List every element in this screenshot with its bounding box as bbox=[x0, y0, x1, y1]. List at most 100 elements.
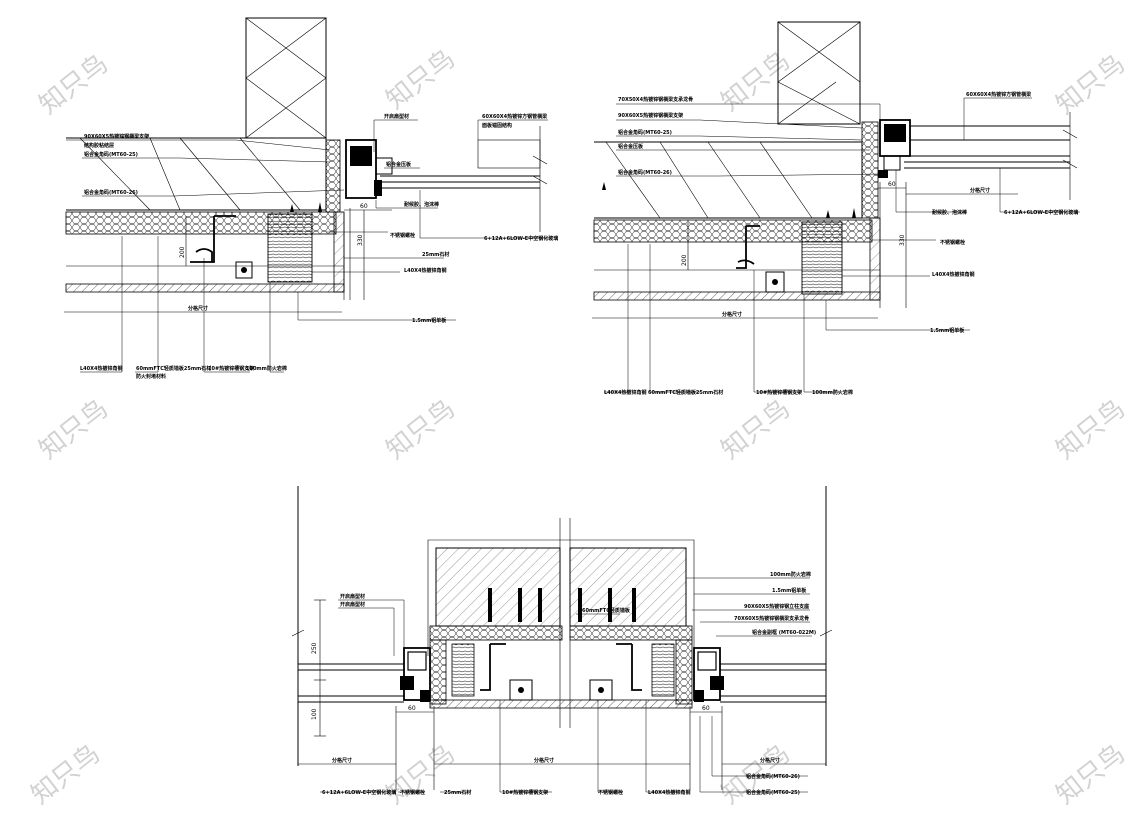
channel-steel bbox=[736, 225, 760, 269]
dim-60: 60 bbox=[888, 181, 896, 188]
label-glass: 6+12A+6LOW-E中空钢化玻璃 bbox=[484, 235, 558, 242]
label-tube-90: 90X60X5热镀锌钢立柱支座 bbox=[744, 603, 809, 610]
label-rock-wool: 100mm防火岩棉 bbox=[812, 389, 853, 396]
anchor-block bbox=[235, 261, 253, 279]
label-pressure-plate: 铝合金压板 bbox=[386, 161, 412, 168]
label-glass: 6+12A+6LOW-E中空钢化玻璃 bbox=[1004, 209, 1078, 216]
watermark-text: 知只鸟 bbox=[34, 49, 114, 121]
label-ss-bolt: 不锈钢螺栓 bbox=[940, 239, 965, 246]
watermark-text: 知只鸟 bbox=[1051, 739, 1131, 811]
callouts-top-left: 开启扇型材 60X60X4热镀锌方钢管横梁 面板锚固结构 90X60X5热镀锌钢… bbox=[66, 113, 558, 380]
label-tube-90b: 结构胶粘结层 bbox=[84, 142, 114, 149]
callouts-bottom: 开启扇型材 开启扇型材 60mmFTC轻质墙板 100mm防火岩棉 1.5mm铝… bbox=[320, 571, 816, 796]
label-tube-90: 90X60X5热镀锌钢横梁支架 bbox=[618, 112, 683, 119]
label-ftc-60: 60mmFTC轻质墙板 bbox=[582, 607, 631, 614]
label-alu-panel: 1.5mm铝单板 bbox=[772, 587, 807, 594]
tube-60x60 bbox=[477, 139, 541, 169]
label-channel-10: 10#热镀锌槽钢支架 bbox=[208, 365, 254, 372]
label-ftc-60b: 防火封堵材料 bbox=[136, 373, 166, 380]
label-dividing-r: 分格尺寸 bbox=[760, 757, 780, 764]
label-dividing-l: 分格尺寸 bbox=[332, 757, 352, 764]
watermark-text: 知只鸟 bbox=[1051, 394, 1131, 466]
detail-top-left: 60 330 200 分格尺寸 开启扇型材 60X60X4热镀锌方钢管横梁 面板… bbox=[64, 17, 558, 380]
rock-wool bbox=[451, 643, 475, 697]
dim-250: 250 bbox=[311, 642, 318, 654]
label-steel-angle-bl: L40X4热镀锌角钢 bbox=[80, 365, 122, 372]
label-alu-panel: 1.5mm铝单板 bbox=[930, 327, 965, 334]
dim-330: 330 bbox=[357, 234, 364, 246]
concrete-column-right bbox=[569, 547, 687, 627]
label-ss-bolt-l: 不锈钢螺栓 bbox=[400, 789, 425, 796]
label-alu-panel: 1.5mm铝单板 bbox=[412, 317, 447, 324]
label-alu-angle-1: 铝合金角码(MT60-25) bbox=[84, 151, 138, 158]
stone-band bbox=[593, 291, 881, 301]
sash-frame bbox=[375, 157, 393, 175]
watermark-text: 知只鸟 bbox=[716, 394, 796, 466]
watermark-text: 知只鸟 bbox=[1051, 49, 1131, 121]
label-steel-angle-bl: L40X4热镀锌角钢 bbox=[604, 389, 646, 396]
stone-band bbox=[429, 699, 693, 709]
label-alu-angle-25: 铝合金角码(MT60-25) bbox=[746, 789, 800, 796]
label-tube-70: 70X50X4热镀锌钢横梁支承龙骨 bbox=[618, 96, 693, 103]
label-stone-25: 25mm石材 bbox=[444, 789, 471, 796]
watermark-text: 知只鸟 bbox=[34, 394, 114, 466]
watermark-text: 知只鸟 bbox=[381, 44, 461, 116]
label-sealant: 耐候胶、泡沫棒 bbox=[932, 209, 968, 216]
label-dividing-a: 分格尺寸 bbox=[970, 187, 990, 194]
sash-frame bbox=[883, 155, 901, 171]
label-glass: 6+12A+6LOW-E中空钢化玻璃 bbox=[322, 789, 396, 796]
label-rock-wool: 100mm防火岩棉 bbox=[770, 571, 811, 578]
label-dividing-c: 分格尺寸 bbox=[534, 757, 554, 764]
label-ftc-60: 60mmFTC轻质墙板25mm石材 bbox=[648, 389, 723, 396]
dim-200: 200 bbox=[681, 254, 688, 266]
label-alu-angle-26: 铝合金角码(MT60-26) bbox=[746, 773, 800, 780]
label-alu-clip: 铝合金副框 (MT60-022M) bbox=[752, 629, 816, 636]
mullion-right bbox=[693, 647, 721, 701]
label-ss-bolt-c: 不锈钢螺栓 bbox=[598, 789, 623, 796]
label-tube-60: 60X60X4热镀锌方钢管横梁 bbox=[482, 113, 548, 120]
label-alu-angle-2: 铝合金角码(MT60-26) bbox=[618, 169, 672, 176]
label-sealant: 耐候胶、泡沫棒 bbox=[404, 201, 440, 208]
label-pressure-plate: 铝合金压板 bbox=[618, 143, 644, 150]
label-tube-90: 90X60X5热镀锌钢横梁支架 bbox=[84, 133, 149, 140]
detail-bottom: 250 100 60 60 分格尺寸 分格尺寸 分格尺寸 开启扇型材 开启扇型材… bbox=[291, 486, 833, 796]
ftc-wall-panel bbox=[429, 625, 563, 641]
dim-60b: 60 bbox=[702, 705, 710, 712]
detail-top-right: 60 330 200 分格尺寸 分格尺寸 70X50X4热镀锌钢横梁支承龙骨 9… bbox=[592, 21, 1080, 396]
label-ftc-60: 60mmFTC轻质墙板25mm石材 bbox=[136, 365, 211, 372]
label-alu-angle-1: 铝合金角码(MT60-25) bbox=[618, 129, 672, 136]
label-channel-10: 10#热镀锌槽钢支架 bbox=[756, 389, 802, 396]
label-channel-10: 10#热镀锌槽钢支架 bbox=[502, 789, 548, 796]
rock-wool bbox=[267, 213, 313, 283]
dim-60a: 60 bbox=[408, 705, 416, 712]
rock-wool bbox=[801, 221, 843, 295]
column-outline bbox=[777, 21, 861, 125]
label-tube-60: 60X60X4热镀锌方钢管横梁 bbox=[966, 91, 1032, 98]
watermark-text: 知只鸟 bbox=[716, 46, 796, 118]
watermark-text: 知只鸟 bbox=[381, 394, 461, 466]
dim-200: 200 bbox=[179, 246, 186, 258]
dim-100: 100 bbox=[311, 708, 318, 720]
label-dividing: 分格尺寸 bbox=[188, 305, 208, 312]
label-open-sash: 开启扇型材 bbox=[384, 113, 409, 120]
watermark-layer: 知只鸟 知只鸟 知只鸟 知只鸟 知只鸟 知只鸟 知只鸟 知只鸟 知只鸟 知只鸟 … bbox=[26, 44, 1131, 811]
label-tube-60b: 面板锚固结构 bbox=[482, 122, 512, 129]
label-open-sash: 开启扇型材 bbox=[340, 593, 365, 600]
label-ss-bolt: 不锈钢螺栓 bbox=[390, 232, 415, 239]
label-dividing-b: 分格尺寸 bbox=[722, 311, 742, 318]
stone-band bbox=[65, 283, 345, 293]
column-outline bbox=[245, 17, 327, 139]
watermark-text: 知只鸟 bbox=[26, 739, 106, 811]
label-steel-l40: L40X4热镀锌角钢 bbox=[404, 267, 446, 274]
label-steel-l40: L40X4热镀锌角钢 bbox=[648, 789, 690, 796]
label-open-sash-b: 开启扇型材 bbox=[340, 601, 365, 608]
label-steel-l40: L40X4热镀锌角钢 bbox=[932, 271, 974, 278]
watermark-text: 知只鸟 bbox=[381, 739, 461, 811]
mullion-left bbox=[403, 647, 431, 701]
label-tube-70: 70X60X5热镀锌钢横梁支承龙骨 bbox=[734, 615, 809, 622]
dim-60: 60 bbox=[360, 203, 368, 210]
label-alu-angle-2: 铝合金角码(MT60-26) bbox=[84, 189, 138, 196]
callouts-top-right: 70X50X4热镀锌钢横梁支承龙骨 90X60X5热镀锌钢横梁支架 铝合金角码(… bbox=[604, 91, 1080, 396]
label-stone-25: 25mm石材 bbox=[422, 251, 449, 258]
